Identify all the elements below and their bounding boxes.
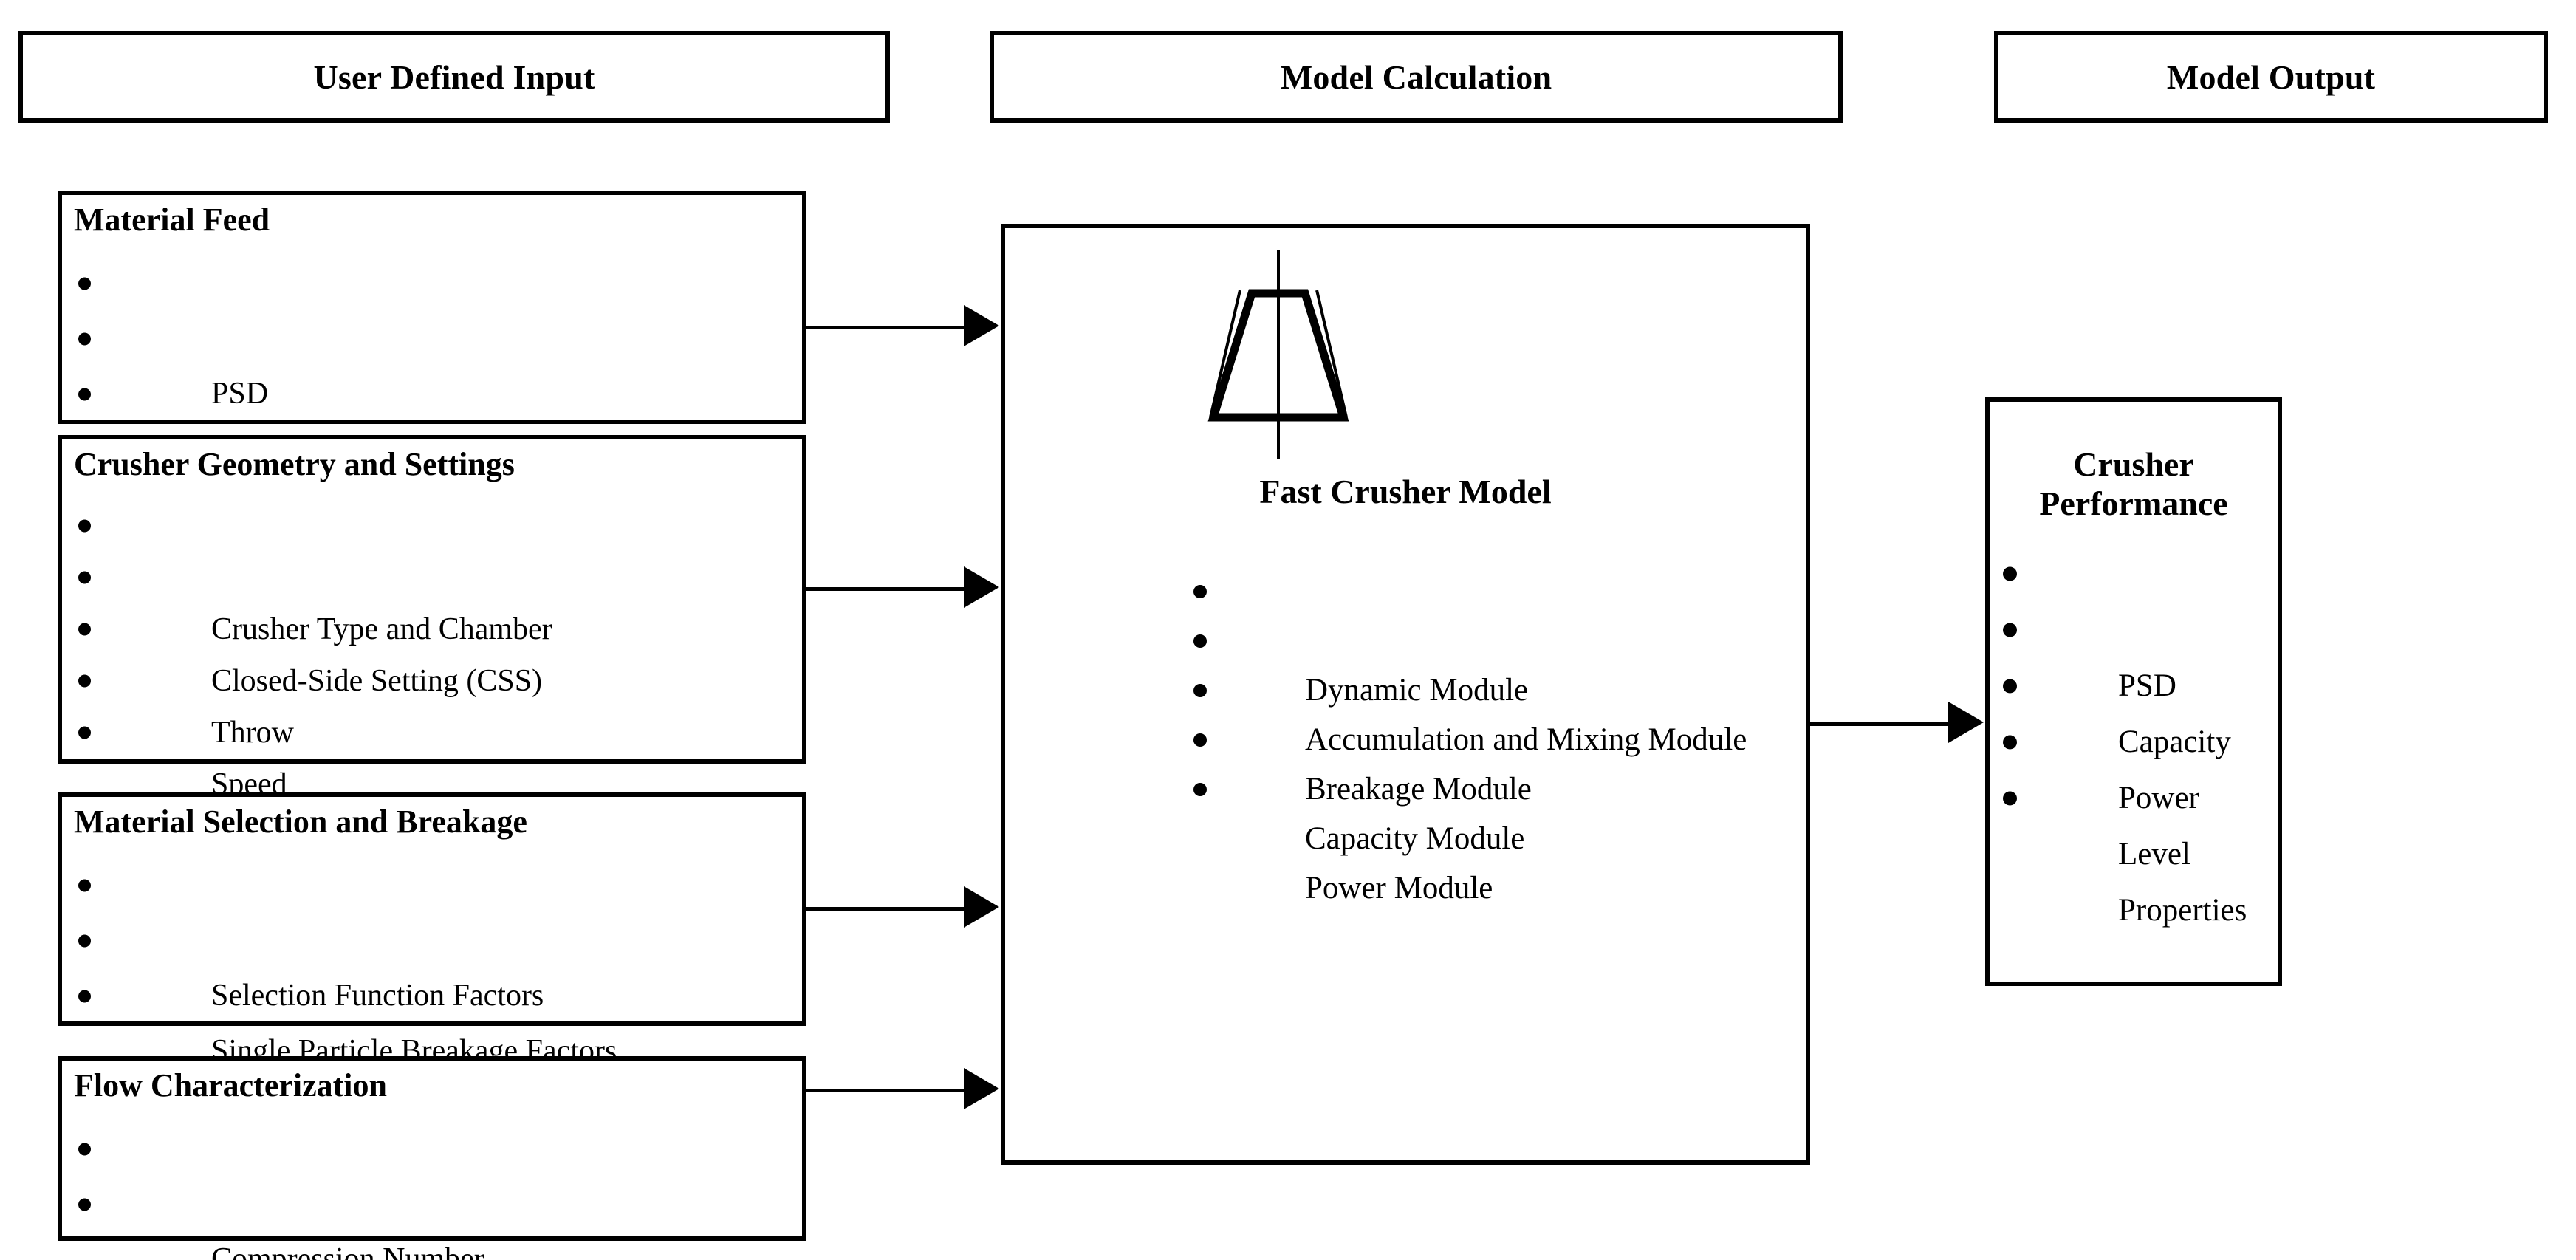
list-item-label: Throw — [211, 716, 294, 750]
bullet-dot-icon — [2003, 679, 2017, 694]
arrow-model-to-output-head — [1948, 702, 1984, 743]
input-group-item-list: Crusher Type and Chamber Closed-Side Set… — [62, 500, 802, 853]
bullet-dot-icon — [78, 519, 91, 533]
column-header-label: Model Calculation — [1280, 58, 1552, 96]
list-item-label: Compression Number — [211, 1242, 484, 1260]
input-group-item-list: Compression Number Nip Factor — [62, 1121, 802, 1260]
list-item-label: Accumulation and Mixing Module — [1305, 722, 1747, 757]
bullet-dot-icon — [78, 990, 91, 1002]
output-title: Crusher Performance — [2039, 445, 2228, 522]
column-header-user-defined-input: User Defined Input — [18, 31, 890, 123]
list-item: Capacity Module — [1005, 715, 1806, 856]
list-item: Nip Factor — [62, 1177, 802, 1232]
list-item: Closed-Side Setting (CSS) — [62, 552, 802, 698]
arrow-material-feed-to-model-head — [964, 305, 999, 346]
input-group-title: Material Feed — [74, 202, 270, 238]
bullet-dot-icon — [78, 1143, 91, 1155]
list-item: Throw — [62, 603, 802, 750]
model-module-list: Dynamic Module Accumulation and Mixing M… — [1005, 566, 1806, 905]
list-item-label: Capacity — [2118, 725, 2231, 759]
list-item: Inter-Particle Breakage Factors — [62, 968, 802, 1123]
arrow-crusher-geometry-to-model-head — [964, 566, 999, 608]
input-group-material-feed: Material Feed PSD Mass Flow Properties — [58, 191, 806, 521]
input-group-title: Material Selection and Breakage — [74, 804, 527, 840]
bullet-dot-icon — [2003, 623, 2017, 637]
list-item-label: Properties — [2118, 893, 2247, 928]
list-item: Speed — [62, 655, 802, 801]
output-item-list: PSD Capacity Power Level Properties — [1990, 546, 2278, 928]
list-item: PSD — [62, 256, 802, 411]
bullet-dot-icon — [78, 332, 91, 345]
column-header-model-output: Model Output — [1994, 31, 2548, 123]
bullet-dot-icon — [78, 674, 91, 688]
list-item: Mass Flow — [62, 311, 802, 466]
input-group-title: Flow Characterization — [74, 1067, 387, 1103]
bullet-dot-icon — [78, 388, 91, 400]
list-item: Crusher Type and Chamber — [62, 500, 802, 646]
bullet-dot-icon — [2003, 791, 2017, 806]
output-crusher-performance-box: Crusher Performance PSD Capacity Power L… — [1985, 397, 2282, 986]
bullet-dot-icon — [78, 1198, 91, 1211]
input-group-flow-characterization: Flow Characterization Compression Number… — [58, 1056, 806, 1260]
list-item-label: Level — [2118, 837, 2190, 872]
input-group-item-list: Selection Function Factors Single Partic… — [62, 857, 802, 1123]
bullet-dot-icon — [78, 623, 91, 636]
bullet-dot-icon — [1193, 683, 1207, 697]
list-item: Level — [1990, 714, 2278, 872]
bullet-dot-icon — [1193, 733, 1207, 747]
list-item-label: Breakage Module — [1305, 772, 1532, 807]
list-item-label: Power Module — [1305, 871, 1493, 905]
input-group-title: Crusher Geometry and Settings — [74, 446, 515, 482]
list-item: Selection Function Factors — [62, 857, 802, 1013]
list-item: Level Setpoint — [62, 707, 802, 853]
crusher-chamber-icon — [1208, 250, 1349, 459]
bullet-dot-icon — [78, 879, 91, 891]
list-item: Breakage Module — [1005, 665, 1806, 807]
list-item-label: Dynamic Module — [1305, 673, 1529, 708]
input-group-material-selection-and-breakage: Material Selection and Breakage Selectio… — [58, 792, 806, 1123]
list-item: Power Module — [1005, 764, 1806, 905]
list-item: Accumulation and Mixing Module — [1005, 616, 1806, 757]
bullet-dot-icon — [2003, 735, 2017, 750]
list-item-label: Capacity Module — [1305, 821, 1525, 856]
list-item-label: Closed-Side Setting (CSS) — [211, 664, 543, 698]
list-item: Power — [1990, 658, 2278, 815]
list-item: Properties — [1990, 770, 2278, 928]
list-item: PSD — [1990, 546, 2278, 703]
bullet-dot-icon — [2003, 566, 2017, 581]
arrow-material-selection-to-model-head — [964, 886, 999, 928]
list-item-label: PSD — [211, 377, 269, 411]
list-item: Properties — [62, 366, 802, 521]
list-item: Capacity — [1990, 602, 2278, 759]
column-header-model-calculation: Model Calculation — [990, 31, 1843, 123]
list-item-label: PSD — [2118, 668, 2176, 703]
input-group-item-list: PSD Mass Flow Properties — [62, 256, 802, 521]
bullet-dot-icon — [1193, 584, 1207, 598]
bullet-dot-icon — [78, 726, 91, 739]
arrow-material-selection-to-model-line — [806, 907, 965, 911]
list-item-label: Crusher Type and Chamber — [211, 612, 552, 646]
list-item-label: Selection Function Factors — [211, 979, 544, 1013]
list-item-label: Power — [2118, 781, 2199, 815]
bullet-dot-icon — [1193, 634, 1207, 648]
column-header-label: User Defined Input — [313, 58, 595, 96]
arrow-flow-characterization-to-model-line — [806, 1089, 965, 1092]
list-item: Dynamic Module — [1005, 566, 1806, 708]
arrow-crusher-geometry-to-model-line — [806, 587, 965, 591]
column-header-label: Model Output — [2166, 58, 2376, 96]
bullet-dot-icon — [78, 571, 91, 584]
list-item: Compression Number — [62, 1121, 802, 1260]
arrow-material-feed-to-model-line — [806, 326, 965, 329]
arrow-model-to-output-line — [1810, 722, 1950, 726]
bullet-dot-icon — [78, 277, 91, 290]
bullet-dot-icon — [78, 934, 91, 947]
input-group-crusher-geometry-and-settings: Crusher Geometry and Settings Crusher Ty… — [58, 435, 806, 853]
model-calculation-box: Fast Crusher Model Dynamic Module Accumu… — [1001, 224, 1810, 1165]
model-title: Fast Crusher Model — [1259, 473, 1552, 510]
list-item: Single Particle Breakage Factors — [62, 913, 802, 1068]
bullet-dot-icon — [1193, 782, 1207, 796]
arrow-flow-characterization-to-model-head — [964, 1068, 999, 1109]
